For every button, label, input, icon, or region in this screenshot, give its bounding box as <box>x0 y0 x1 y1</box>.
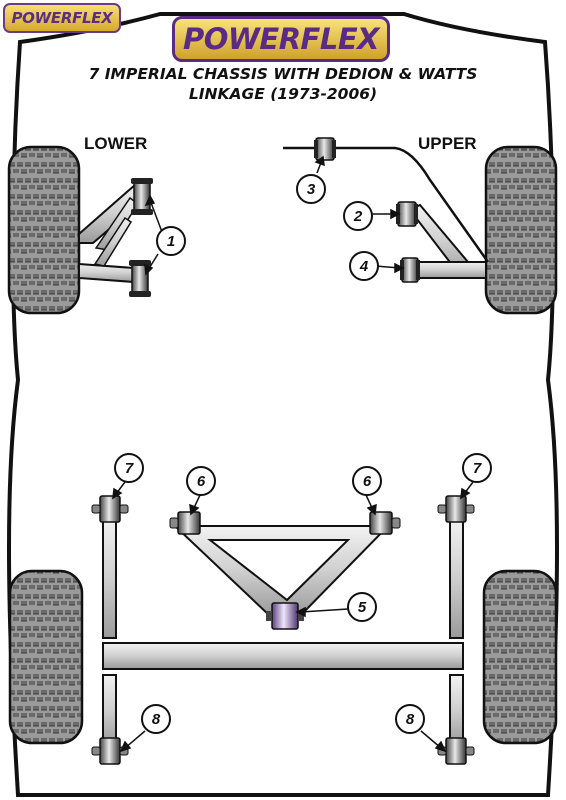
callout-7-left: 7 <box>114 453 144 483</box>
callout-2: 2 <box>343 201 373 231</box>
tyre-top-left <box>7 145 81 315</box>
small-logo-text: POWERFLEX <box>11 9 113 27</box>
callout-leaders <box>112 155 474 753</box>
tyre-top-right <box>484 145 558 315</box>
trailing-link-right <box>437 495 475 765</box>
callout-3: 3 <box>296 174 326 204</box>
car-body-outline <box>7 12 559 797</box>
callout-4: 4 <box>349 251 379 281</box>
callout-8-right: 8 <box>395 704 425 734</box>
trailing-link-left <box>91 495 129 765</box>
callout-5: 5 <box>347 592 377 622</box>
label-upper: UPPER <box>418 134 477 153</box>
main-logo-text: POWERFLEX <box>183 22 380 56</box>
callout-8-left: 8 <box>141 704 171 734</box>
callout-1: 1 <box>156 226 186 256</box>
callout-7-right: 7 <box>462 453 492 483</box>
dedion-axle-tube <box>102 642 464 670</box>
diagram-title-line2: LINKAGE (1973-2006) <box>188 85 378 103</box>
watts-linkage-triangle <box>169 511 401 630</box>
callout-6-right: 6 <box>352 466 382 496</box>
callout-6-left: 6 <box>186 466 216 496</box>
tyre-bottom-left <box>8 569 84 745</box>
powerflex-small-logo: POWERFLEX <box>3 3 121 33</box>
upper-link <box>283 137 490 263</box>
powerflex-main-logo: POWERFLEX <box>172 16 390 62</box>
diagram-title-line1: 7 IMPERIAL CHASSIS WITH DEDION & WATTS <box>88 65 478 83</box>
label-lower: LOWER <box>84 134 148 153</box>
lower-wishbone <box>78 178 153 297</box>
tyre-bottom-right <box>482 569 558 745</box>
